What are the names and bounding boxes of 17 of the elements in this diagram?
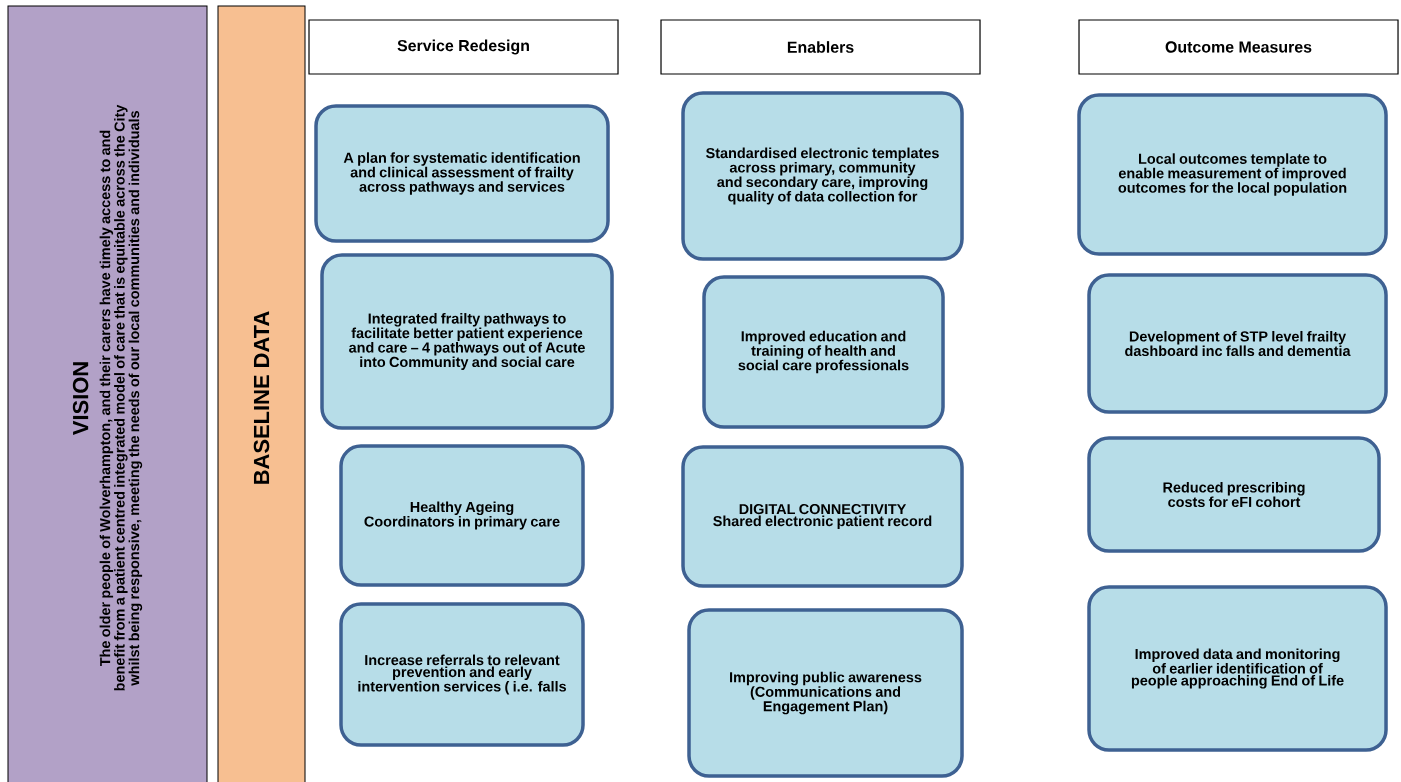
rounded-box: A plan for systematic identification and clinical assessment of frailty across pathways and services [314,104,610,243]
rounded-box: Healthy Ageing Coordinators in primary care [339,444,585,587]
rounded-box: Improving public awareness (Communications and Engagement Plan) [687,608,964,778]
rounded-box: Local outcomes template to enable measurement of improved outcomes for the local population [1077,93,1388,256]
vision-panel: VISION The older people of Wolverhampton, and their carers have timely access to and benefit from a patient centred integrated model of care that is equitable across the City whilst being responsive, meeting the needs of our local communities and individuals [7,5,208,782]
rounded-box: Standardised electronic templates across primary, community and secondary care, improving quality of data collection for [681,91,964,261]
column-header: Service Redesign [308,19,619,75]
baseline-data-band: BASELINE DATA [217,5,306,782]
rounded-box: Improved data and monitoring of earlier identification of people approaching End of Life [1087,585,1388,752]
column-header: Enablers [660,19,981,75]
rounded-box: Improved education and training of health and social care professionals [702,275,945,429]
rounded-box: DIGITAL CONNECTIVITY Shared electronic patient record [681,445,964,588]
rounded-box: Integrated frailty pathways to facilitate better patient experience and care – 4 pathways out of Acute into Community and social care [320,253,614,430]
column-header: Outcome Measures [1078,19,1399,75]
rounded-box: Development of STP level frailty dashboard inc falls and dementia [1087,273,1388,414]
rounded-box: Increase referrals to relevant prevention and early intervention services ( i.e. falls [339,602,585,747]
rounded-box: Reduced prescribing costs for eFI cohort [1087,436,1381,553]
